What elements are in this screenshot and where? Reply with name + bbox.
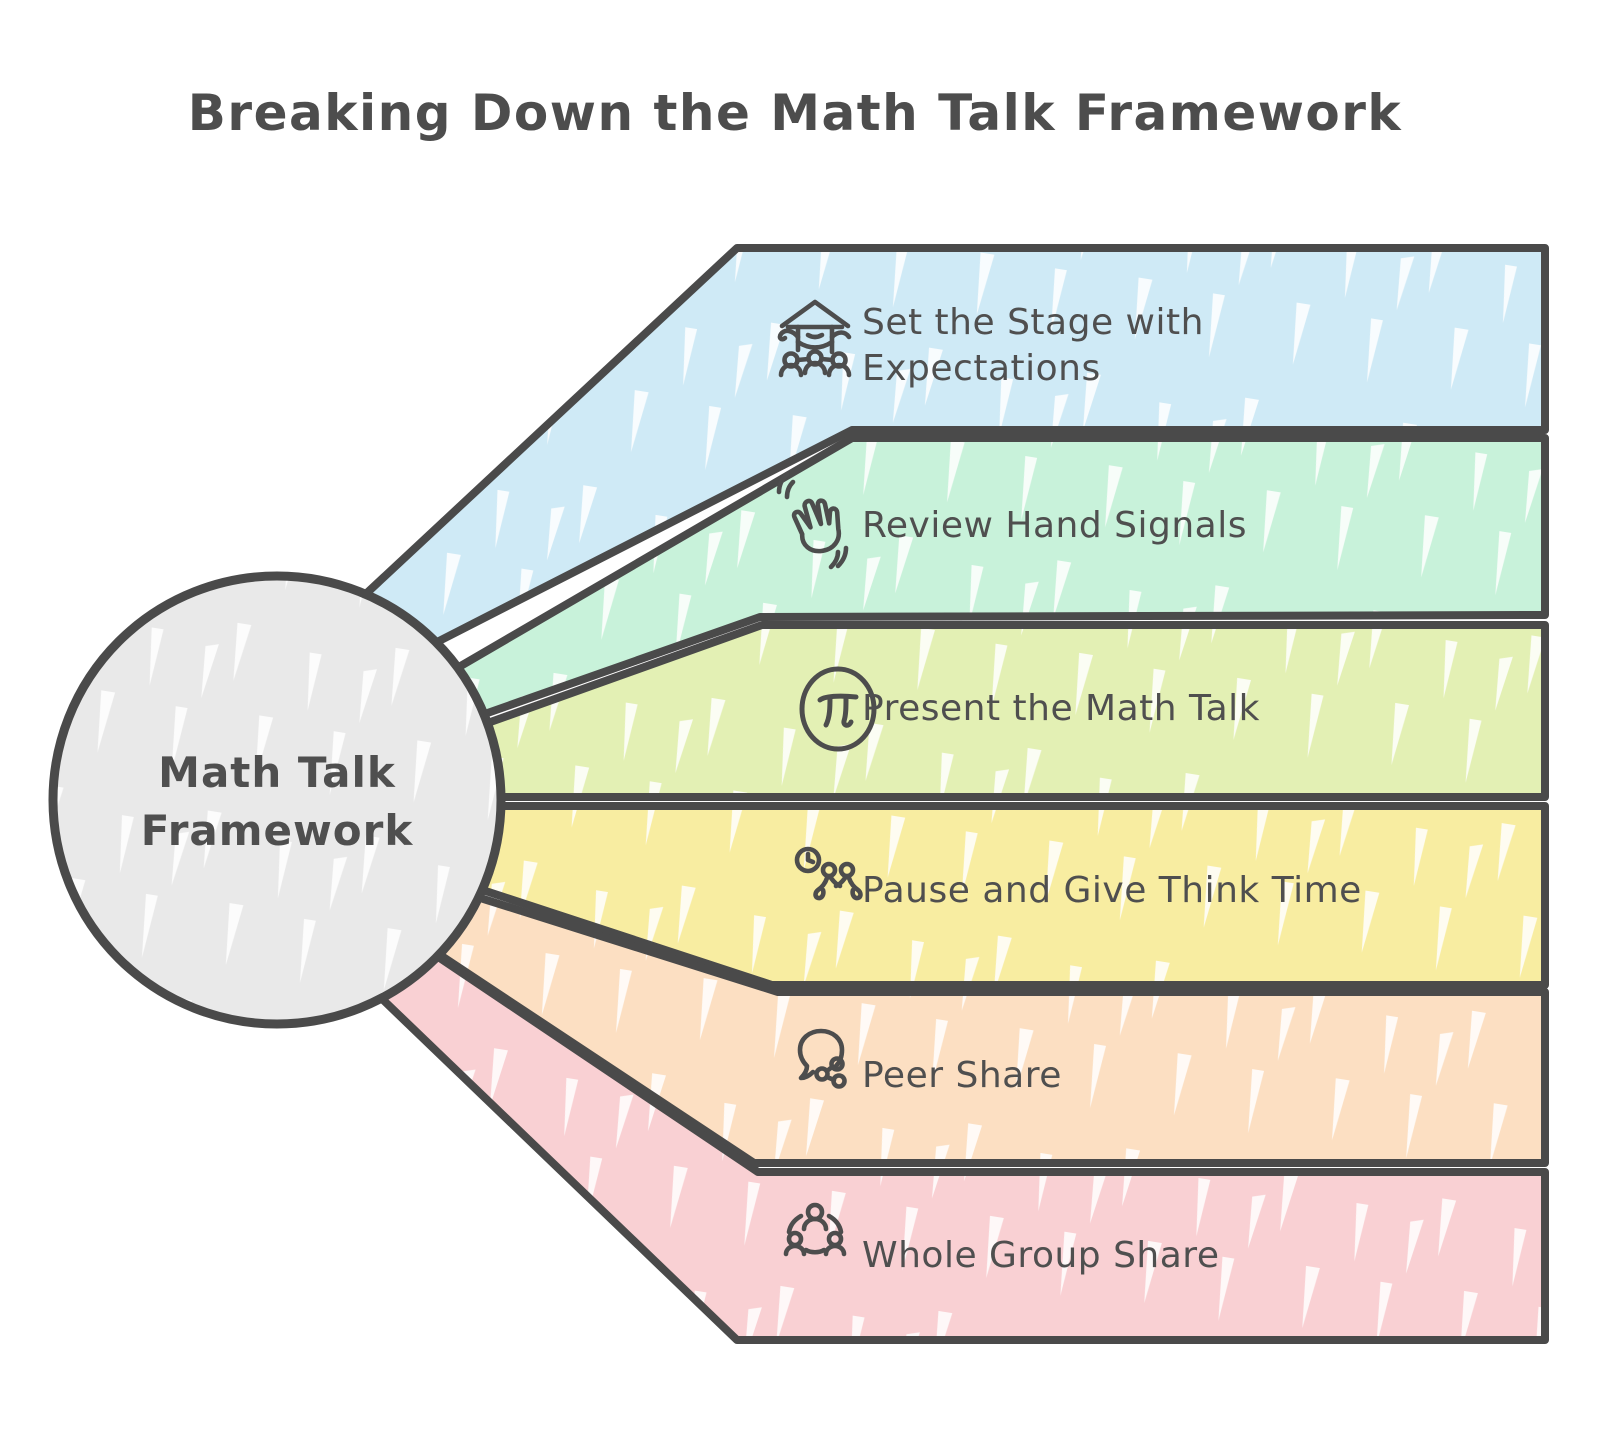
- step-5-label: Peer Share: [862, 1055, 1062, 1096]
- pi-symbol-icon: [799, 666, 877, 752]
- center-node-label-line2: Framework: [141, 806, 414, 855]
- step-2-label: Review Hand Signals: [862, 505, 1247, 546]
- speech-bubble-share-icon: [797, 1028, 847, 1089]
- step-1-label-line2: Expectations: [862, 348, 1101, 389]
- step-3-label: Present the Math Talk: [862, 688, 1260, 729]
- center-node: Math Talk Framework: [48, 571, 506, 1029]
- page-title: Breaking Down the Math Talk Framework: [188, 84, 1403, 142]
- step-4-label: Pause and Give Think Time: [862, 870, 1362, 911]
- classroom-expectations-icon: [777, 299, 852, 378]
- step-6-label: Whole Group Share: [862, 1235, 1219, 1276]
- center-node-label-line1: Math Talk: [158, 748, 396, 797]
- waving-hand-icon: [776, 471, 849, 570]
- group-circle-icon: [783, 1202, 847, 1257]
- step-1-label-line1: Set the Stage with: [862, 302, 1204, 343]
- clock-think-time-icon: [794, 846, 863, 901]
